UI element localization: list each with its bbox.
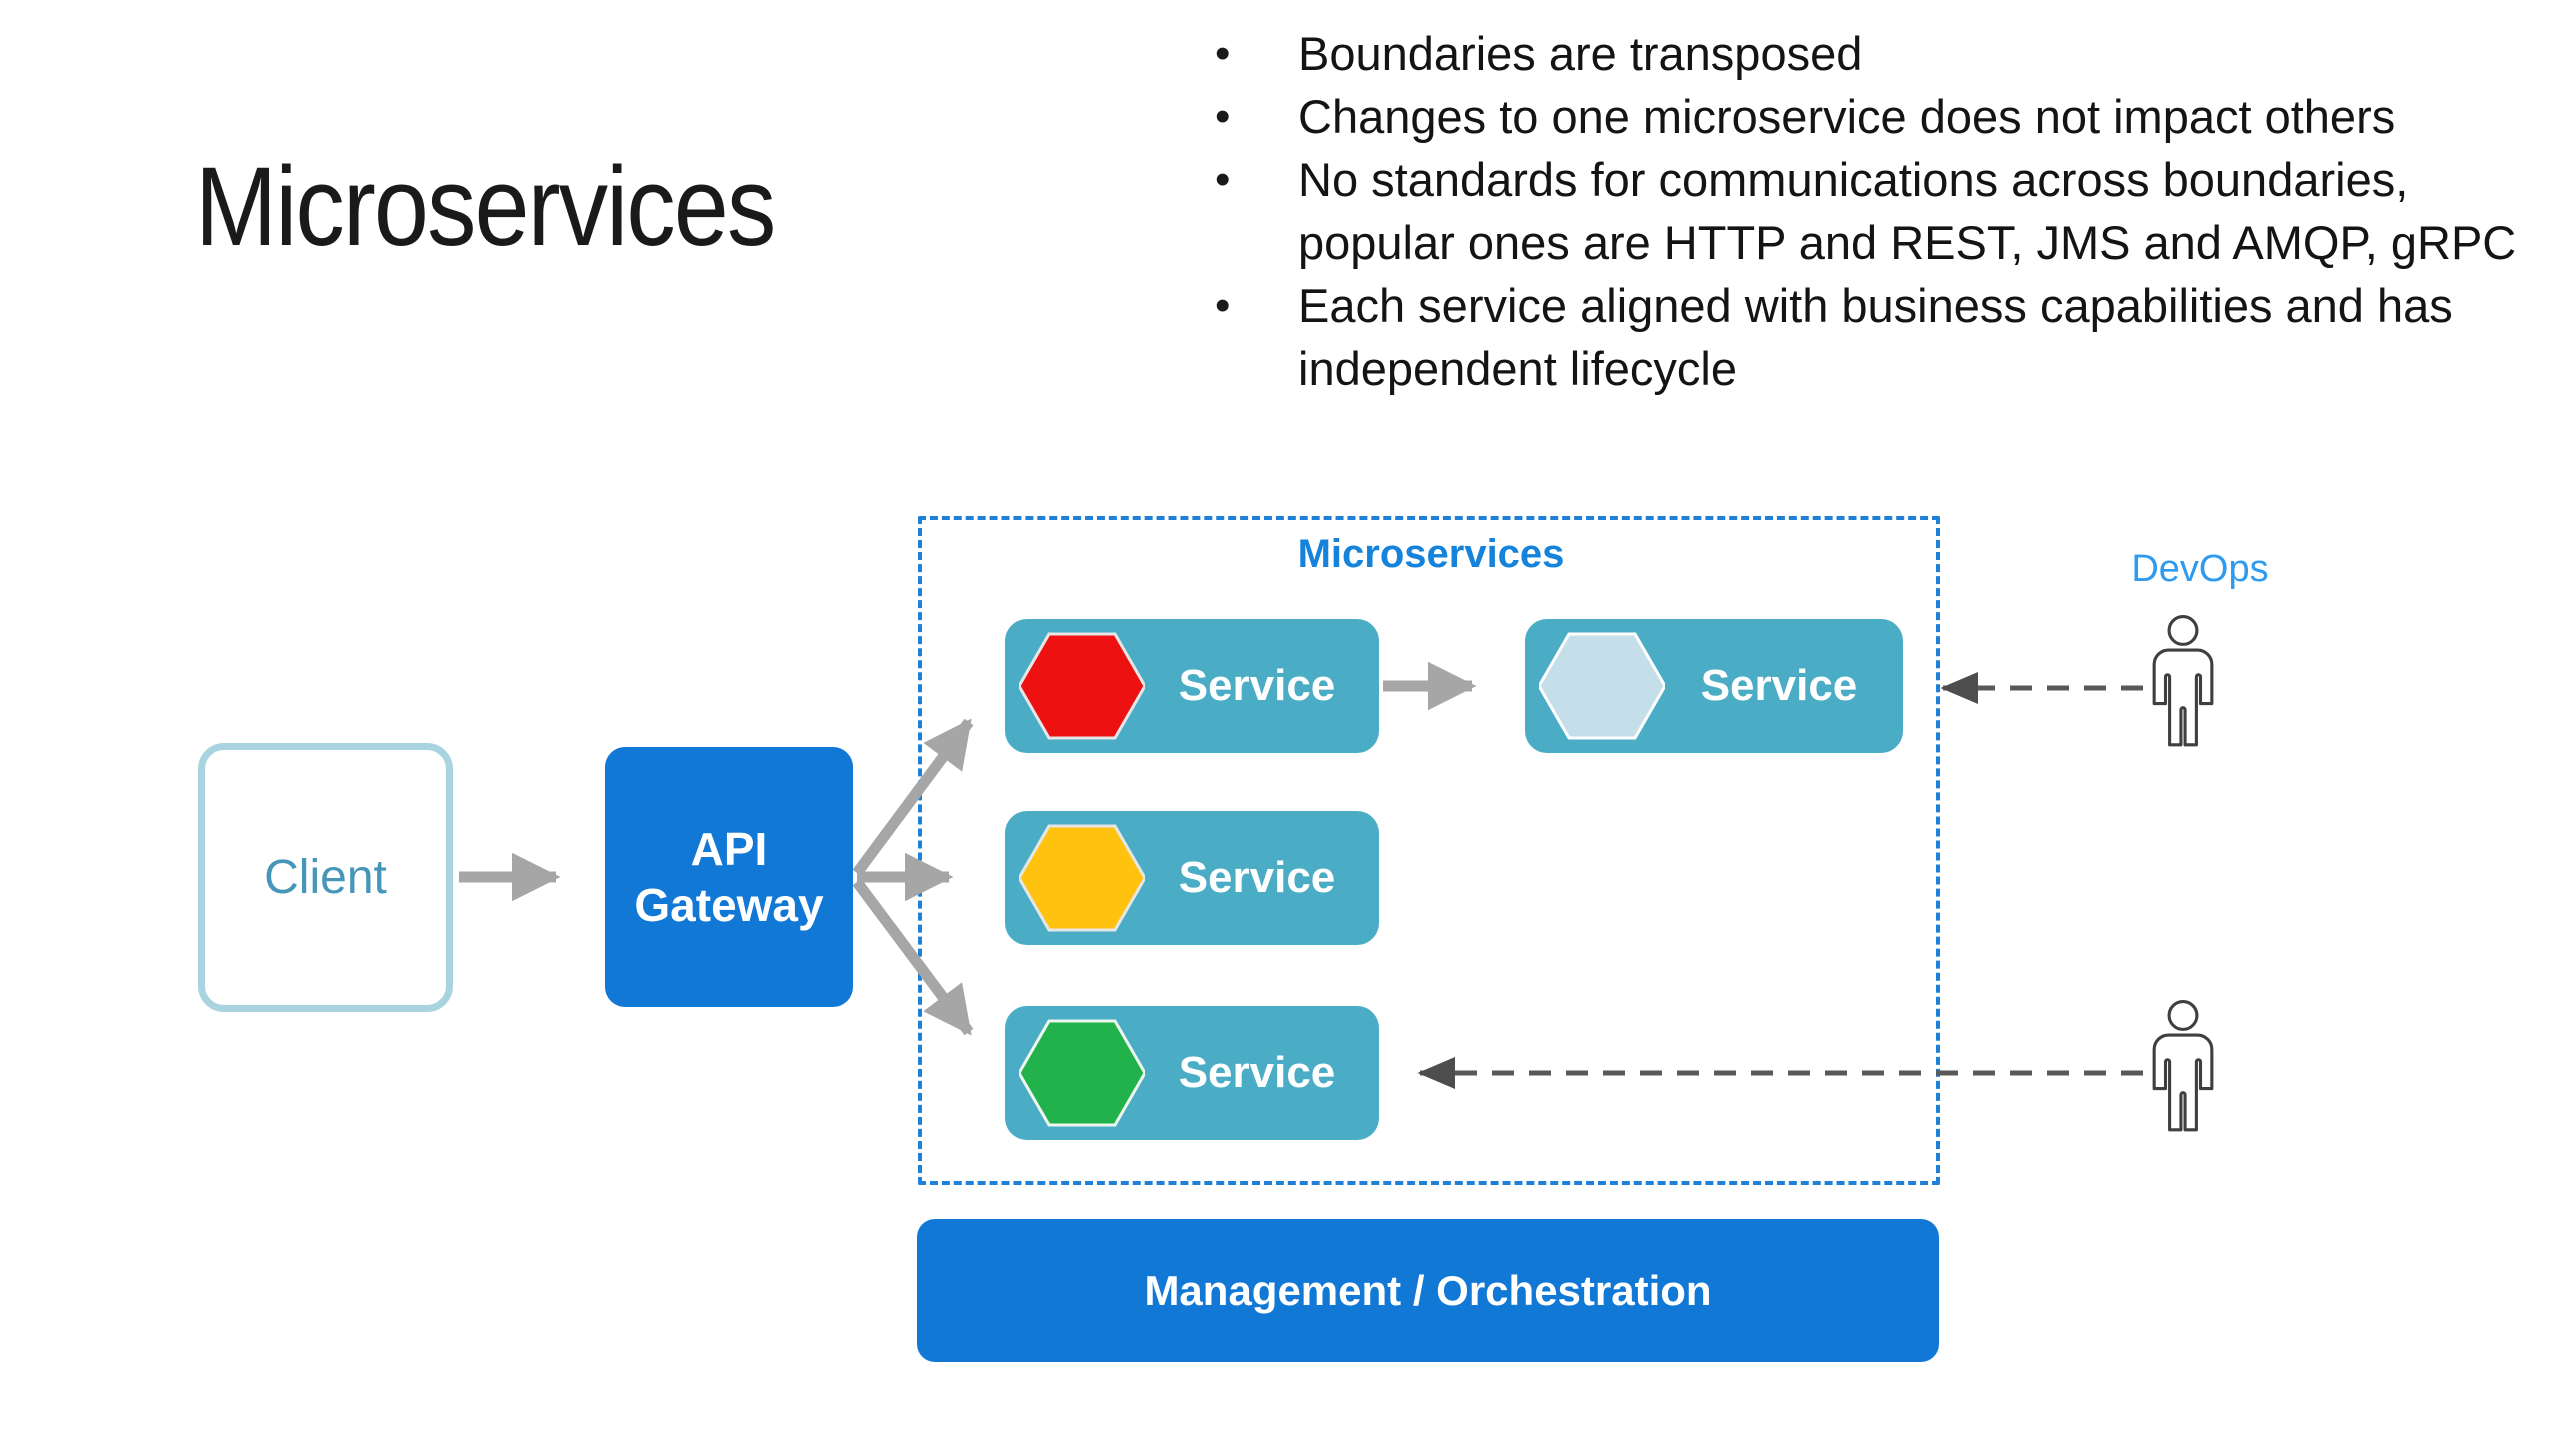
- devops-label: DevOps: [2131, 548, 2269, 590]
- slide-title: Microservices: [195, 144, 776, 269]
- microservices-group-label: Microservices: [1297, 532, 1565, 576]
- service-box-orange: Service: [1005, 811, 1379, 945]
- bullet-list: • Boundaries are transposed • Changes to…: [1205, 22, 2535, 400]
- bullet-item: • Each service aligned with business cap…: [1205, 274, 2535, 337]
- client-box: Client: [198, 743, 453, 1012]
- arrow-gateway-to-service-red: [852, 718, 974, 877]
- bullet-item-continuation: popular ones are HTTP and REST, JMS and …: [1205, 211, 2535, 274]
- client-label: Client: [264, 851, 387, 904]
- devops-person-icon: [2152, 615, 2214, 747]
- bullet-text: Changes to one microservice does not imp…: [1298, 90, 2396, 143]
- bullet-text: independent lifecycle: [1298, 342, 1737, 395]
- light-blue-hexagon-icon: [1539, 632, 1665, 740]
- orange-hexagon-icon: [1019, 824, 1145, 932]
- bullet-dot: •: [1215, 155, 1231, 204]
- bullet-text: popular ones are HTTP and REST, JMS and …: [1298, 216, 2517, 269]
- bullet-text: Each service aligned with business capab…: [1298, 279, 2453, 332]
- service-box-green: Service: [1005, 1006, 1379, 1140]
- service-box-red: Service: [1005, 619, 1379, 753]
- service-label: Service: [1178, 661, 1336, 710]
- api-gateway-label-line2: Gateway: [634, 879, 824, 931]
- devops-person-icon: [2152, 1000, 2214, 1132]
- green-hexagon-icon: [1019, 1019, 1145, 1127]
- bullet-dot: •: [1215, 29, 1231, 78]
- bullet-dot: •: [1215, 281, 1231, 330]
- bullet-text: Boundaries are transposed: [1298, 27, 1863, 80]
- bullet-item: • Changes to one microservice does not i…: [1205, 85, 2535, 148]
- bullet-dot: •: [1215, 92, 1231, 141]
- management-orchestration-bar: Management / Orchestration: [917, 1219, 1939, 1362]
- service-label: Service: [1178, 1048, 1336, 1097]
- service-box-blue: Service: [1525, 619, 1903, 753]
- bullet-item: • No standards for communications across…: [1205, 148, 2535, 211]
- bullet-item: • Boundaries are transposed: [1205, 22, 2535, 85]
- api-gateway-label-line1: API: [690, 823, 768, 875]
- microservices-boundary-box: [918, 516, 1940, 1185]
- api-gateway-box: API Gateway: [605, 747, 853, 1007]
- red-hexagon-icon: [1019, 632, 1145, 740]
- bullet-item-continuation: independent lifecycle: [1205, 337, 2535, 400]
- arrow-gateway-to-service-green: [852, 878, 974, 1036]
- service-label: Service: [1178, 853, 1336, 902]
- management-orchestration-label: Management / Orchestration: [1144, 1266, 1712, 1314]
- service-label: Service: [1700, 661, 1858, 710]
- bullet-text: No standards for communications across b…: [1298, 153, 2409, 206]
